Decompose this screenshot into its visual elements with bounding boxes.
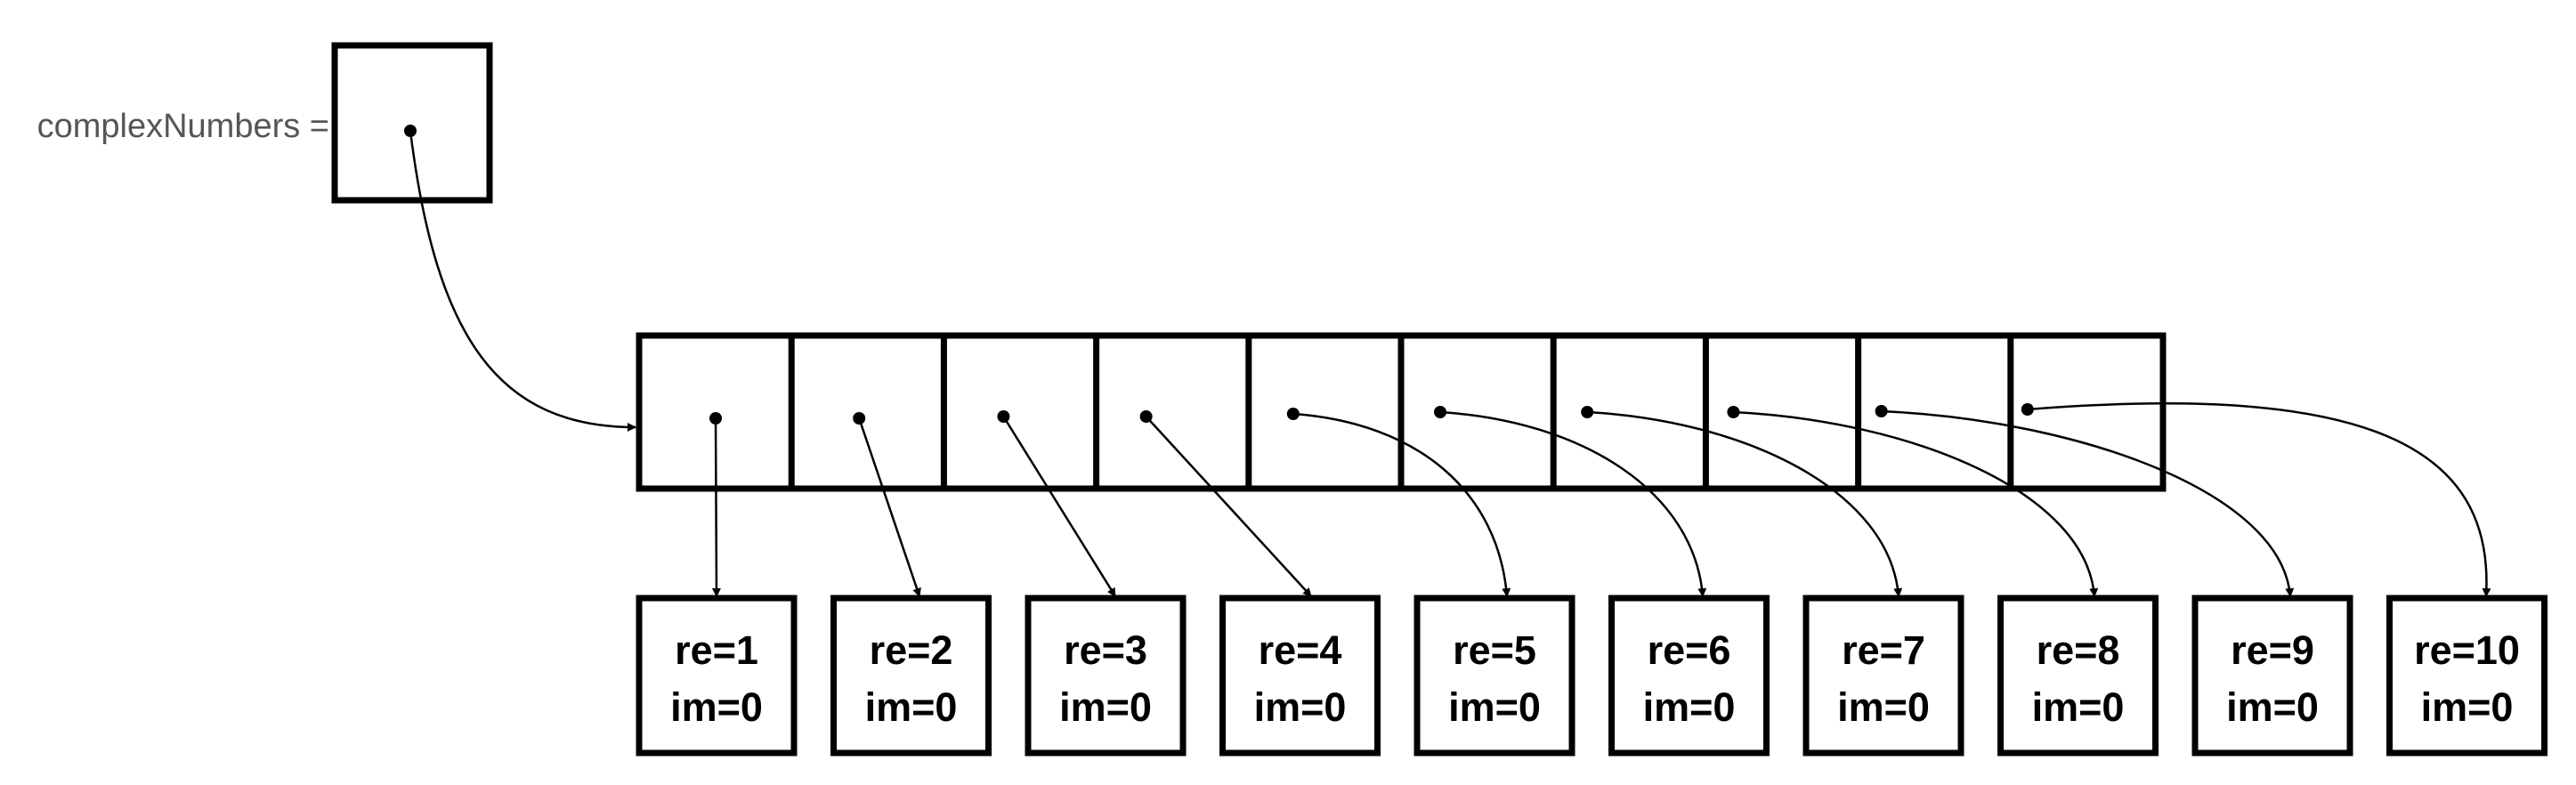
complex-object-re: re=8 <box>2037 627 2120 673</box>
complex-object-im: im=0 <box>1643 684 1736 730</box>
complex-object-re: re=2 <box>870 627 953 673</box>
variable-arrow <box>409 130 636 432</box>
complex-object: re=7 im=0 <box>1802 595 1964 757</box>
complex-object-box <box>636 595 798 757</box>
array-element-arrow <box>1292 412 1511 597</box>
complex-object: re=10 im=0 <box>2386 595 2548 757</box>
complex-object-box <box>1802 595 1964 757</box>
complex-object-box <box>1025 595 1187 757</box>
complex-object: re=6 im=0 <box>1608 595 1770 757</box>
array-element-arrow <box>2027 402 2491 597</box>
complex-object-re: re=9 <box>2231 627 2314 673</box>
complex-object: re=8 im=0 <box>1997 595 2159 757</box>
array-element-arrow <box>1733 410 2099 597</box>
complex-object-re: re=1 <box>675 627 758 673</box>
complex-object-box <box>830 595 992 757</box>
complex-object: re=3 im=0 <box>1025 595 1187 757</box>
array-element-arrow <box>858 417 921 597</box>
array-element-pointer-dot <box>2021 403 2034 416</box>
reference-arrows <box>709 402 2491 597</box>
complex-object-box <box>1608 595 1770 757</box>
array-element-pointer-dot <box>1581 406 1594 418</box>
complex-object-im: im=0 <box>865 684 958 730</box>
complex-object-im: im=0 <box>2421 684 2514 730</box>
complex-object: re=4 im=0 <box>1219 595 1381 757</box>
array-element-pointer-dot <box>1434 406 1446 418</box>
complex-object-im: im=0 <box>2032 684 2125 730</box>
complex-object-im: im=0 <box>2226 684 2319 730</box>
complex-object-im: im=0 <box>1837 684 1930 730</box>
array-element-pointer-dot <box>997 410 1010 423</box>
complex-object-im: im=0 <box>670 684 763 730</box>
array-element-pointer-dot <box>1286 408 1300 420</box>
array-element-pointer-dot <box>709 412 722 425</box>
complex-object: re=2 im=0 <box>830 595 992 757</box>
complex-object: re=1 im=0 <box>636 595 798 757</box>
complex-object: re=9 im=0 <box>2191 595 2353 757</box>
complex-object-box <box>2386 595 2548 757</box>
array-element-arrow <box>1145 416 1312 597</box>
complex-object-box <box>1997 595 2159 757</box>
complex-object-box <box>1414 595 1576 757</box>
complex-object-re: re=5 <box>1453 627 1536 673</box>
complex-object-re: re=7 <box>1842 627 1925 673</box>
complex-object-im: im=0 <box>1254 684 1347 730</box>
complex-object-im: im=0 <box>1059 684 1152 730</box>
array-element-pointer-dot <box>853 412 866 425</box>
array-element-pointer-dot <box>1727 406 1740 418</box>
complex-object: re=5 im=0 <box>1414 595 1576 757</box>
complex-object-re: re=10 <box>2414 627 2520 673</box>
array-element-pointer-dot <box>1875 405 1888 417</box>
array-element-arrow <box>1881 409 2295 597</box>
array-element-arrow <box>1002 416 1117 597</box>
complex-object-re: re=6 <box>1648 627 1731 673</box>
array <box>636 332 2167 492</box>
variable-box <box>331 42 493 204</box>
array-element-pointer-dot <box>1139 410 1153 423</box>
array-element-arrow <box>711 417 721 597</box>
complex-object-re: re=3 <box>1064 627 1147 673</box>
array-element-arrow <box>1587 410 1903 597</box>
complex-object-re: re=4 <box>1259 627 1342 673</box>
complex-objects: re=1 im=0 re=2 im=0 re=3 im=0 re=4 im=0 re=5 im=0… <box>636 595 2548 757</box>
variable-label: complexNumbers = <box>37 108 329 145</box>
complex-object-box <box>2191 595 2353 757</box>
complex-object-im: im=0 <box>1448 684 1541 730</box>
array-element-arrow <box>1439 410 1707 597</box>
complex-object-box <box>1219 595 1381 757</box>
